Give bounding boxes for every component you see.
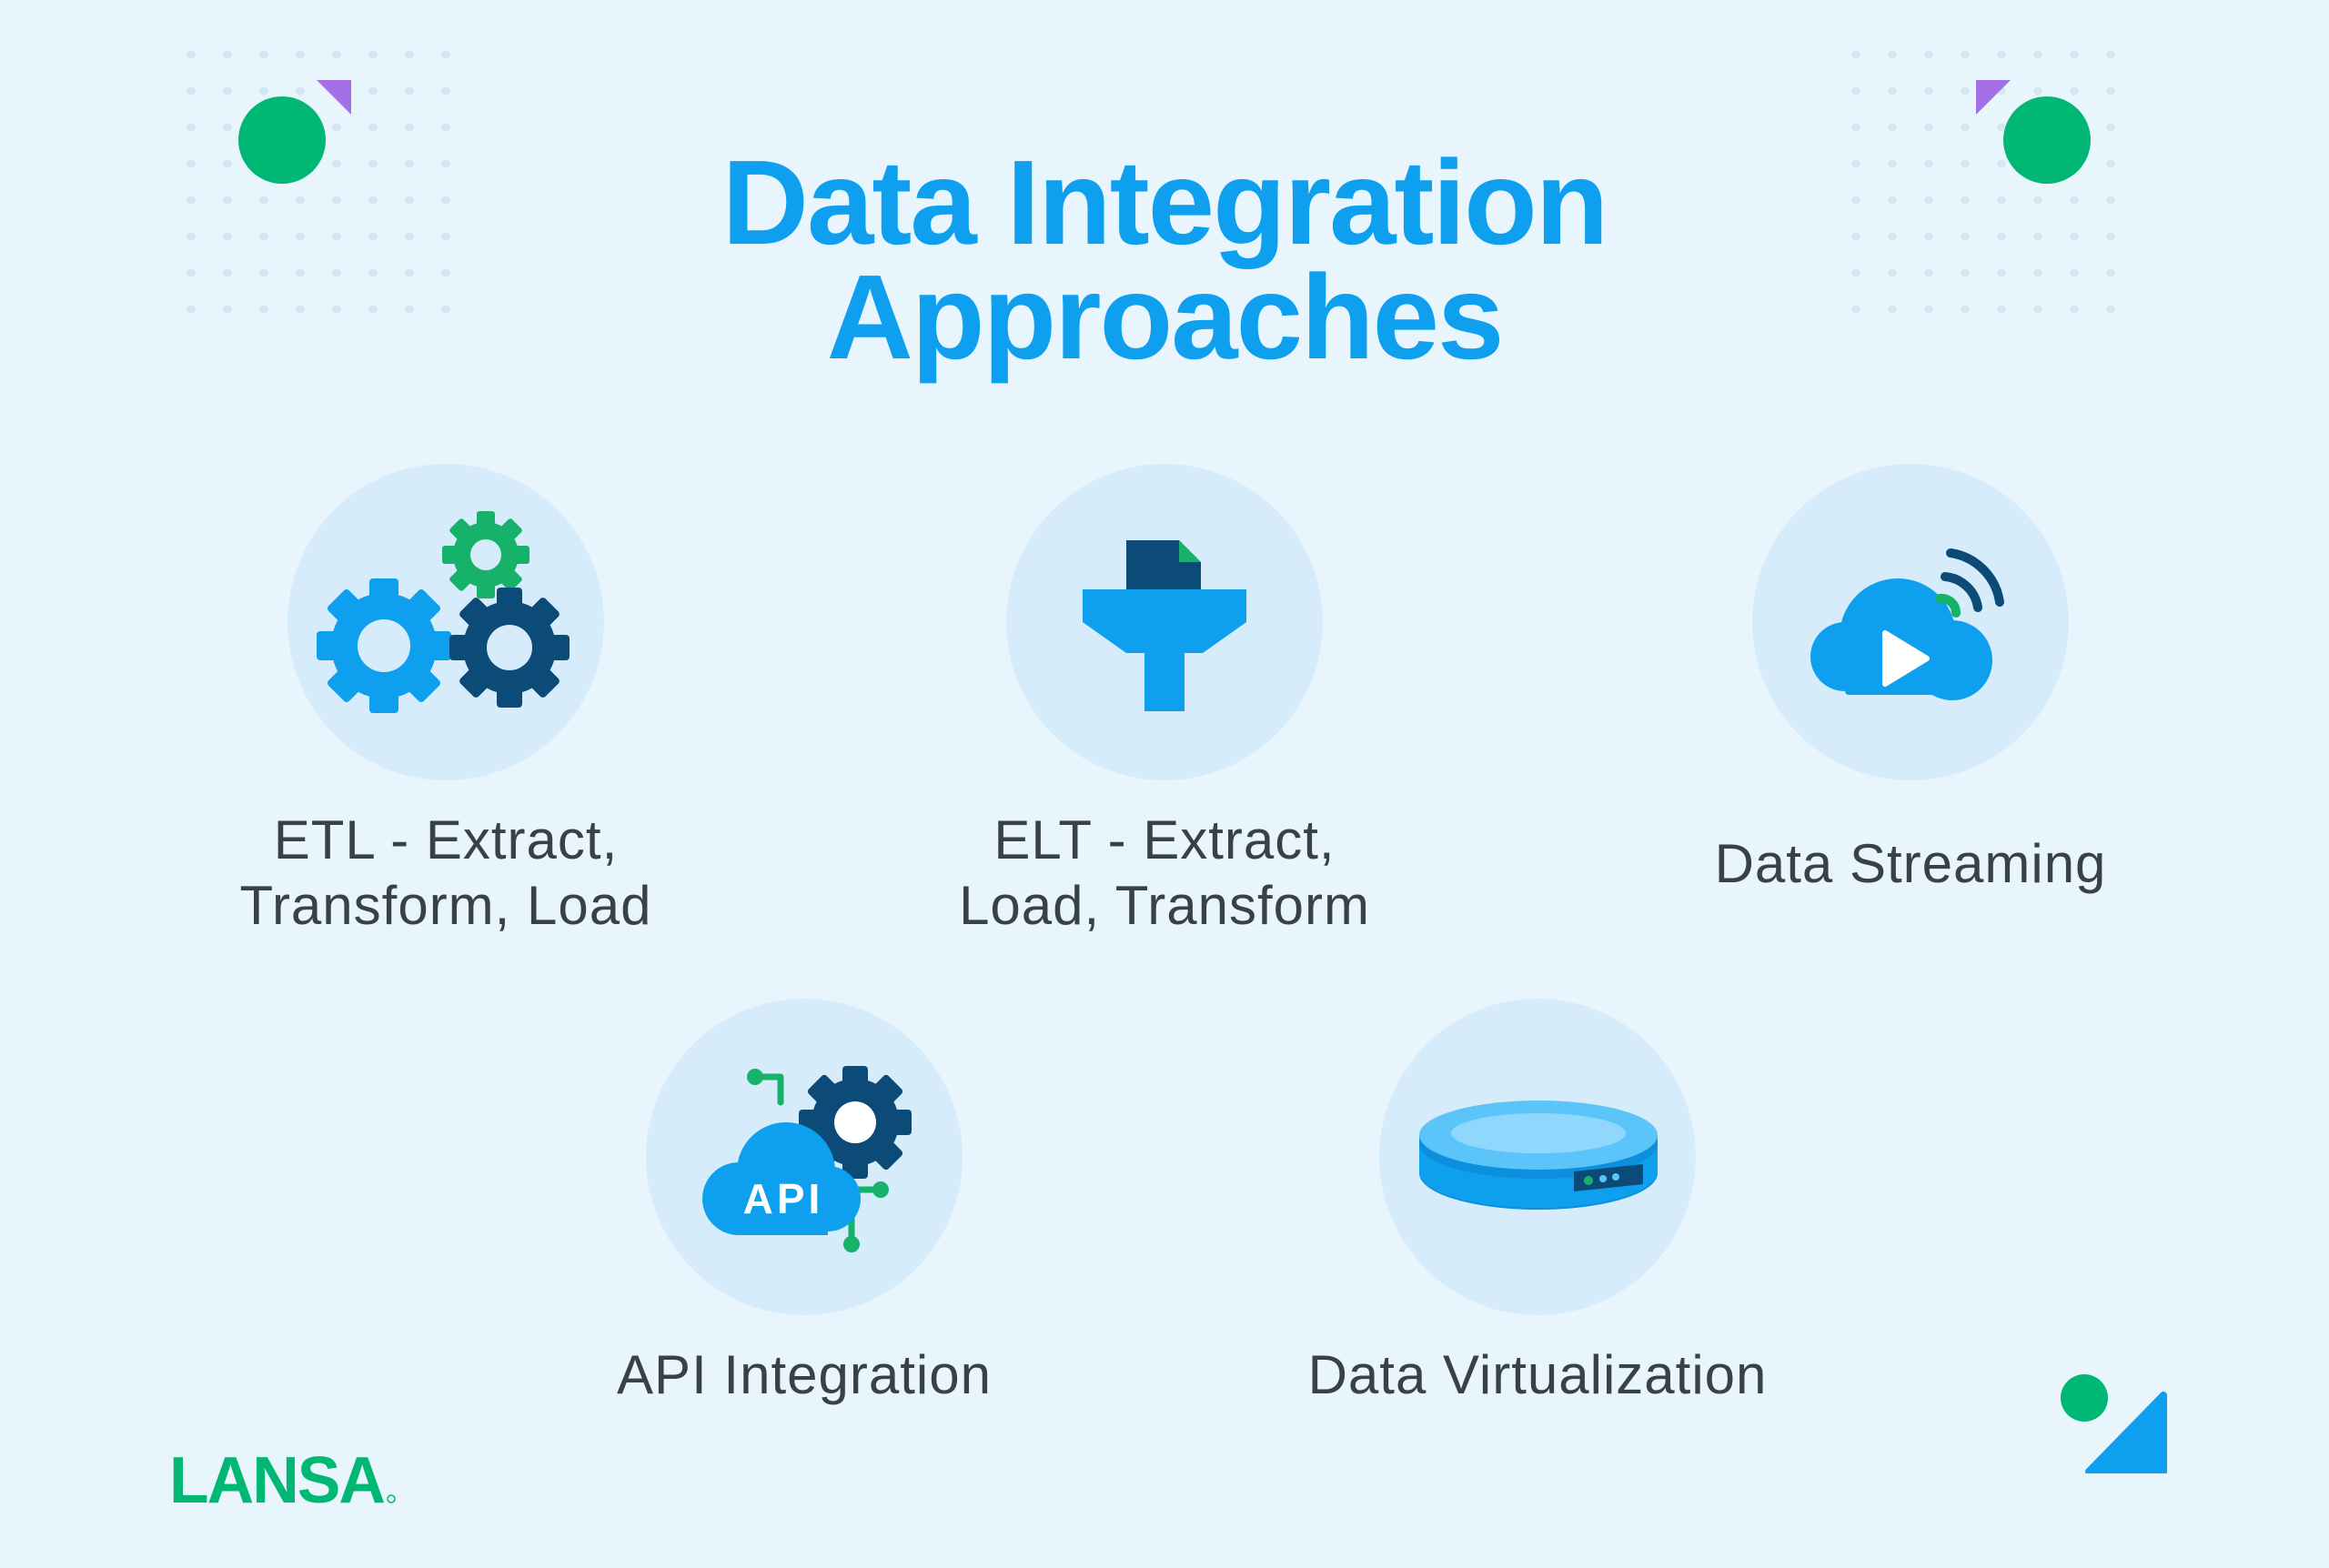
green-circle-purple-triangle-decoration-right	[1976, 80, 2091, 184]
approach-etl-label-line-1: ETL - Extract,	[273, 809, 619, 870]
lansa-logo: LANSA	[169, 1450, 396, 1508]
approach-data-virtualization-label: Data Virtualization	[1265, 1342, 1810, 1408]
approach-etl-label: ETL - Extract, Transform, Load	[173, 808, 719, 939]
approach-api-integration-label: API Integration	[531, 1342, 1077, 1408]
approach-elt-label-line-2: Load, Transform	[959, 875, 1370, 936]
dot-grid-decoration-left	[173, 36, 464, 327]
title-line-1: Data Integration	[721, 136, 1609, 269]
approach-data-streaming-label-line-1: Data Streaming	[1714, 833, 2107, 894]
server-disk-icon	[1419, 1101, 1658, 1210]
approach-api-integration-label-line-1: API Integration	[617, 1344, 992, 1405]
approach-data-streaming-label: Data Streaming	[1638, 831, 2183, 897]
approach-elt-label-line-1: ELT - Extract,	[993, 809, 1336, 870]
approach-elt-label: ELT - Extract, Load, Transform	[892, 808, 1437, 939]
api-icon-text: API	[743, 1175, 824, 1222]
cloud-stream-icon	[1810, 548, 2004, 700]
title-line-2: Approaches	[826, 250, 1505, 384]
api-cloud-icon: API	[702, 1066, 912, 1252]
approach-etl-label-line-2: Transform, Load	[239, 875, 652, 936]
lansa-logo-text: LANSA	[169, 1450, 385, 1508]
page-title: Data Integration Approaches	[0, 136, 2329, 384]
green-circle-purple-triangle-decoration-left	[238, 80, 351, 184]
approach-data-virtualization-label-line-1: Data Virtualization	[1307, 1344, 1768, 1405]
gears-icon	[317, 511, 570, 713]
funnel-icon	[1083, 540, 1246, 711]
green-circle-blue-triangle-decoration-bottom	[2061, 1374, 2167, 1473]
